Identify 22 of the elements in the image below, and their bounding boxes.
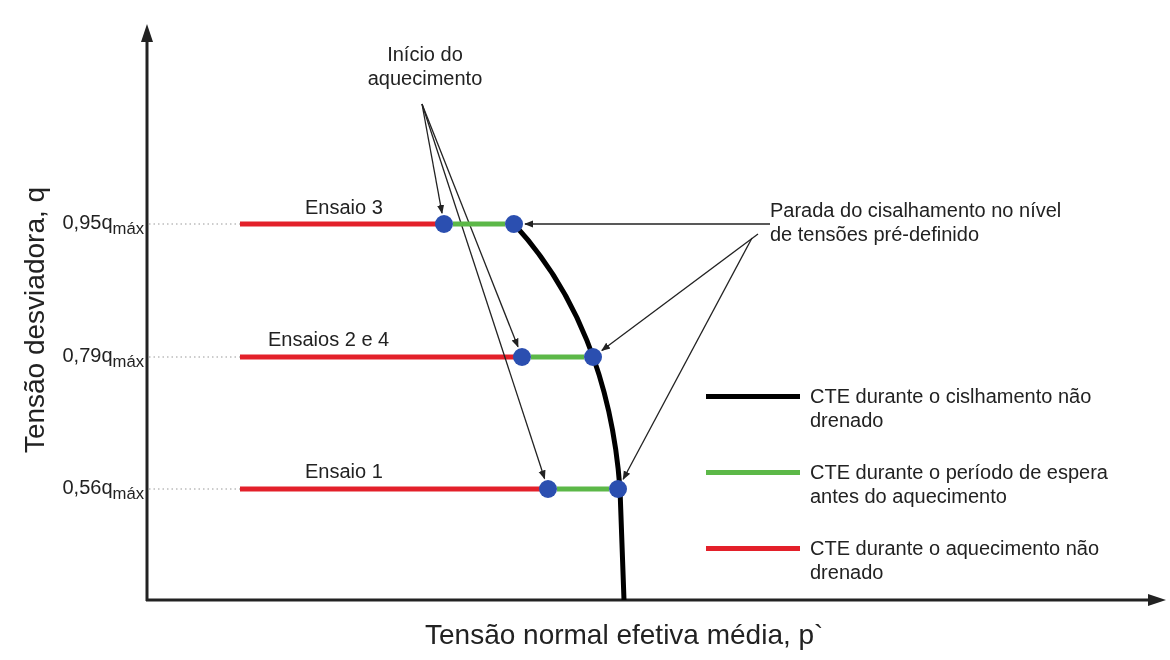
legend-text: CTE durante o período de espera antes do aquecimento	[810, 460, 1109, 508]
series-label: Ensaio 1	[305, 459, 383, 483]
leader-arrow	[421, 103, 519, 348]
series-label: Ensaio 3	[305, 195, 383, 219]
marker-dot	[513, 348, 531, 366]
axis-title: Tensão desviadora, q	[18, 186, 52, 454]
axis-title: Tensão normal efetiva média, p`	[425, 618, 824, 652]
leader-arrow	[421, 103, 546, 480]
leader-arrow	[524, 220, 771, 228]
annotation-text: Início do aquecimento	[360, 42, 490, 90]
marker-dot	[584, 348, 602, 366]
marker-dot	[435, 215, 453, 233]
marker-dot	[609, 480, 627, 498]
series-label: Ensaios 2 e 4	[268, 327, 390, 351]
annotation-text: Parada do cisalhamento no nível de tensões pré-definido	[770, 198, 1080, 246]
leader-arrow	[601, 233, 759, 352]
leader-arrow	[622, 237, 753, 481]
marker-dot	[505, 215, 523, 233]
marker-dot	[539, 480, 557, 498]
legend-text: CTE durante o cislhamento não drenado	[810, 384, 1093, 432]
legend-text: CTE durante o aquecimento não drenado	[810, 536, 1101, 584]
tick-label: 0,56q$_{máx}$	[61, 475, 144, 504]
